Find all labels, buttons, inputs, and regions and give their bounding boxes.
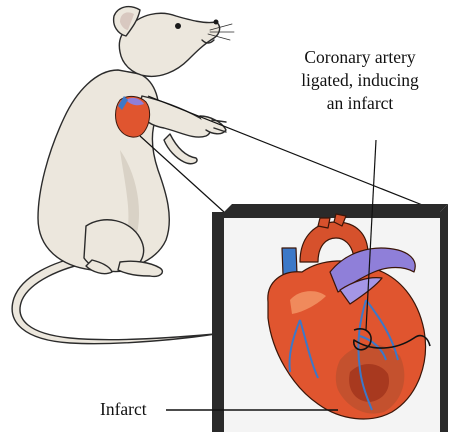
- rat-illustration: [12, 7, 234, 344]
- rat-eye: [175, 23, 181, 29]
- coronary-label-line-3: an infarct: [262, 92, 455, 115]
- rat-lower-paw: [164, 134, 197, 164]
- rat-nose: [214, 20, 219, 25]
- coronary-label-line-2: ligated, inducing: [262, 69, 455, 92]
- coronary-artery-label: Coronary artery ligated, inducing an inf…: [262, 46, 455, 115]
- box-frame-top: [224, 204, 448, 212]
- rat-hind-foot: [118, 261, 162, 276]
- infarct-label: Infarct: [100, 399, 147, 420]
- coronary-label-line-1: Coronary artery: [262, 46, 455, 69]
- rat-chest-heart: [116, 96, 150, 137]
